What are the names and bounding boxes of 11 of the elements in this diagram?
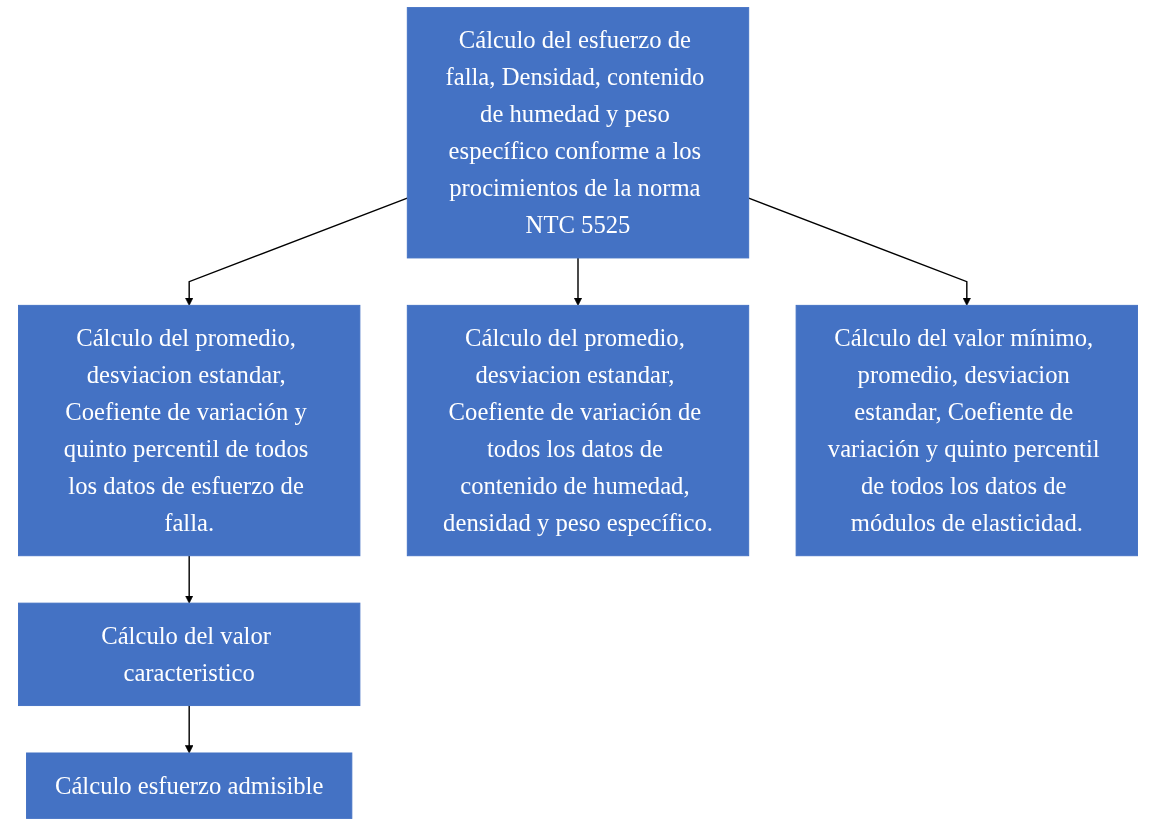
node-box: Cálculo del valor mínimo, promedio, desviacion estandar, Coefiente de variación y quinto percentil de todos los datos de módulos de elasticidad. <box>795 304 1138 557</box>
node-box: Cálculo del valor caracteristico <box>18 602 361 707</box>
arrow <box>185 704 194 754</box>
arrow <box>185 197 408 306</box>
arrow <box>573 257 583 306</box>
node-box: Cálculo del esfuerzo de falla, Densidad, contenido de humedad y peso específico conforme a los procimientos de la norma NTC 5525 <box>406 7 750 259</box>
arrow <box>185 555 194 604</box>
node-box: Cálculo del promedio, desviacion estandar, Coefiente de variación de todos los datos de contenido de humedad, densidad y peso específico. <box>406 304 750 557</box>
node-box: Cálculo del promedio, desviacion estandar, Coefiente de variación y quinto percentil de todos los datos de esfuerzo de falla. <box>18 304 361 557</box>
node-box: Cálculo esfuerzo admisible <box>26 752 353 819</box>
arrow <box>748 197 971 306</box>
